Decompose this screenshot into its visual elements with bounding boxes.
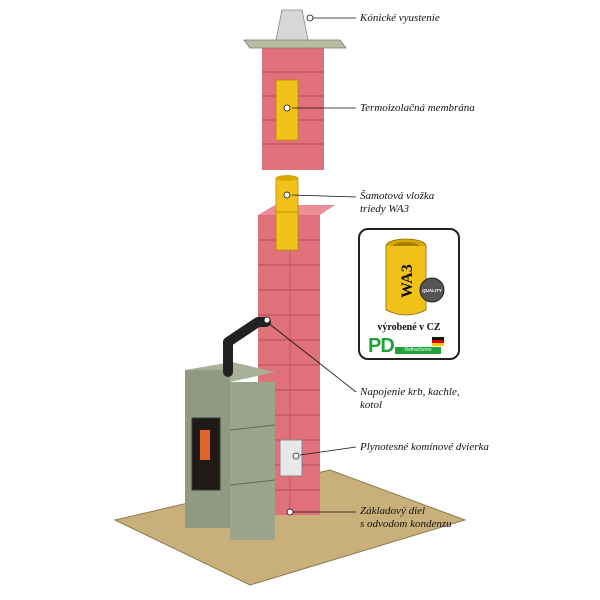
cleaning-door [279, 439, 303, 477]
chimney-upper-block [262, 48, 324, 170]
flue-pipe [223, 317, 271, 377]
label-cone: Kónické vyustenie [360, 12, 440, 24]
quality-seal [419, 277, 445, 303]
inset-caption: výrobené v CZ [377, 322, 441, 333]
chimney-cone [275, 9, 309, 41]
label-connection: Napojenie krb, kachle, kotol [360, 386, 460, 412]
label-base: Základový diel s odvodom kondenzu [360, 505, 452, 531]
label-door: Plynotesné komínové dvierka [360, 441, 489, 453]
label-connection-line2: kotol [360, 399, 382, 411]
label-liner-line2: triedy WA3 [360, 203, 410, 215]
label-membrane: Termoizolačná membrána [360, 102, 475, 114]
label-liner: Šamotová vložka triedy WA3 [360, 190, 434, 216]
callout-dots [263, 14, 314, 516]
label-base-line1: Základový diel [360, 505, 426, 517]
chimney-cap [243, 39, 347, 49]
brand-logo: PD [368, 335, 395, 357]
liner-product-illustration: WA3 QUALITY [385, 238, 445, 316]
label-liner-line1: Šamotová vložka [360, 190, 435, 202]
tube-label: WA3 [399, 264, 416, 298]
callout-lines [266, 17, 357, 513]
label-base-line2: s odvodom kondenzu [360, 518, 452, 530]
label-connection-line1: Napojenie krb, kachle, [360, 386, 460, 398]
brand-subtitle: Refractories [395, 347, 441, 354]
german-flag-icon [432, 337, 444, 346]
product-inset: WA3 QUALITY výrobené v CZ PD Refractorie… [358, 228, 460, 360]
seal-label: QUALITY [422, 288, 442, 293]
liner-lower-top [275, 211, 299, 251]
stove [185, 362, 276, 540]
